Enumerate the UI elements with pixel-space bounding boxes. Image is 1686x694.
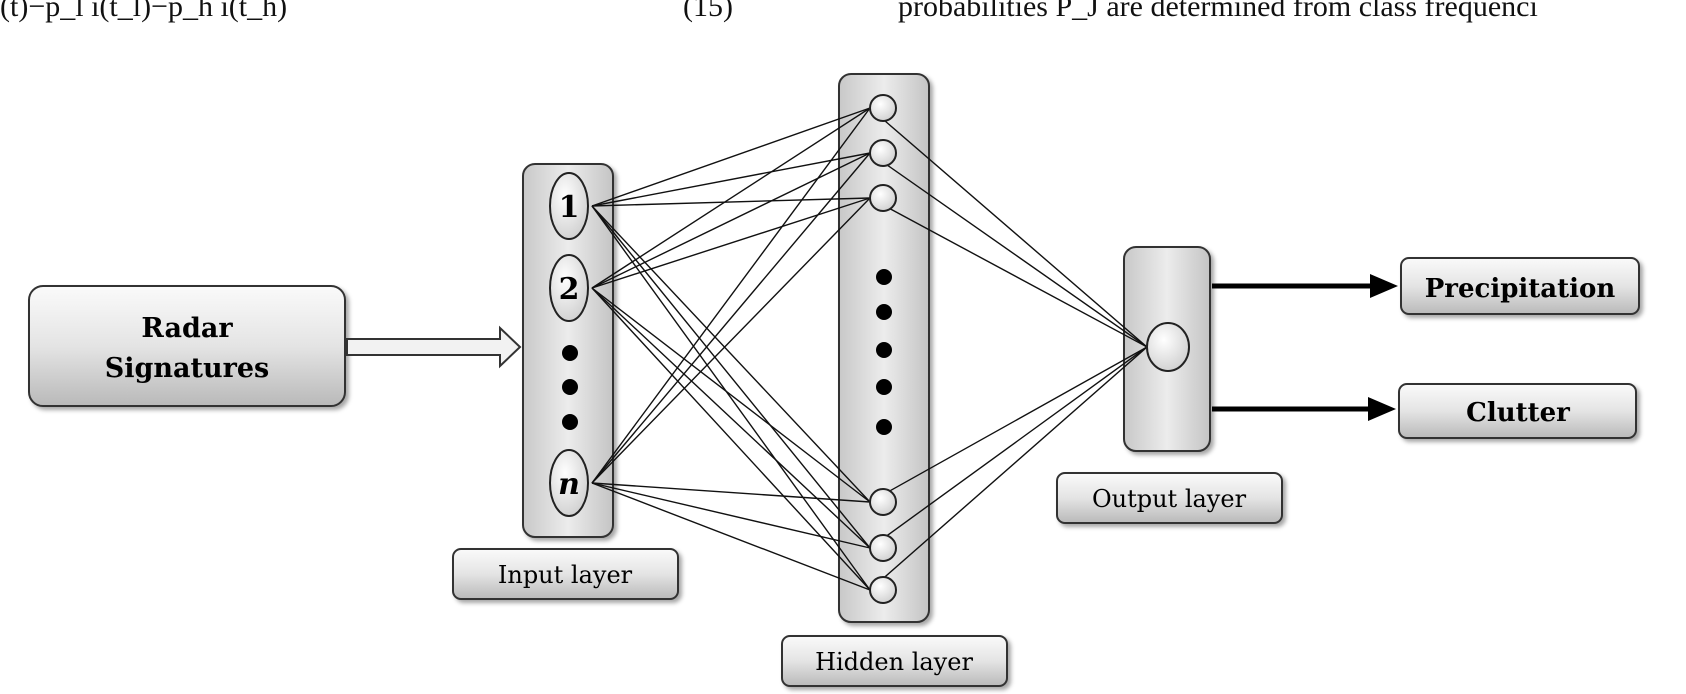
output-node	[1146, 322, 1190, 372]
input-hidden-connections	[591, 107, 871, 591]
hidden-node-top-1	[869, 94, 897, 122]
hidden-node-bottom-1	[869, 488, 897, 516]
radar-signatures-box: Radar Signatures	[28, 285, 346, 407]
hidden-node-bottom-2	[869, 534, 897, 562]
hidden-layer-label: Hidden layer	[815, 648, 973, 676]
body-text-fragment: probabilities P_J are determined from cl…	[898, 0, 1538, 23]
radar-signatures-label-line1: Radar	[141, 313, 233, 344]
precipitation-label: Precipitation	[1425, 274, 1616, 304]
precipitation-box: Precipitation	[1400, 257, 1640, 315]
input-node-1: 1	[549, 172, 589, 240]
input-ellipsis-dots	[562, 345, 578, 430]
hidden-ellipsis-dots	[876, 269, 892, 435]
equation-number: (15)	[683, 0, 733, 23]
output-arrows	[1212, 274, 1398, 421]
output-layer-label: Output layer	[1092, 485, 1247, 513]
input-arrow	[346, 325, 522, 369]
hidden-output-connections	[869, 107, 1148, 591]
hidden-node-top-3	[869, 184, 897, 212]
hidden-nodes	[869, 94, 897, 604]
clutter-box: Clutter	[1398, 383, 1637, 439]
input-node-1-label: 1	[559, 190, 580, 225]
clutter-label: Clutter	[1466, 398, 1570, 428]
page-header-text: (t)−p_l i(t_l)−p_h i(t_h) (15) probabili…	[0, 0, 1686, 36]
hidden-node-bottom-3	[869, 576, 897, 604]
input-node-n-label: n	[558, 467, 580, 502]
equation-fragment: (t)−p_l i(t_l)−p_h i(t_h)	[0, 0, 288, 23]
radar-signatures-label-line2: Signatures	[105, 353, 269, 384]
input-node-n: n	[549, 449, 589, 517]
hidden-node-top-2	[869, 139, 897, 167]
input-layer-label: Input layer	[498, 561, 633, 589]
input-node-2-label: 2	[559, 272, 580, 307]
output-layer-label-box: Output layer	[1056, 472, 1283, 524]
input-layer-label-box: Input layer	[452, 548, 679, 600]
input-node-2: 2	[549, 254, 589, 322]
hidden-layer-label-box: Hidden layer	[781, 635, 1008, 687]
